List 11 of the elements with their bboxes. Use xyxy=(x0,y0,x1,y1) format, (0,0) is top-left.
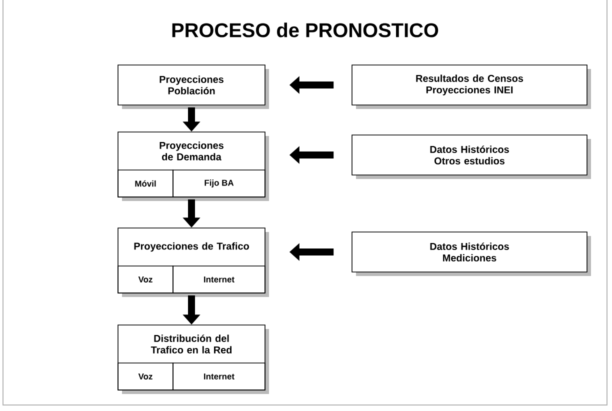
table-cell: Móvil xyxy=(118,170,174,198)
table-cell: Voz xyxy=(118,362,174,390)
table-cell: Fijo BA xyxy=(172,170,266,198)
title: PROCESO de PRONOSTICO xyxy=(172,22,438,38)
input-box: Datos Históricos Mediciones xyxy=(352,232,591,276)
input-box: Resultados de Censos Proyecciones INEI xyxy=(352,64,591,109)
table-cell: Internet xyxy=(172,266,266,294)
input-box: Datos Históricos Otros estudios xyxy=(352,134,591,179)
process-box: Proyecciones Población xyxy=(118,64,269,109)
table-cell: Voz xyxy=(118,266,174,294)
table-cell: Internet xyxy=(172,362,266,390)
